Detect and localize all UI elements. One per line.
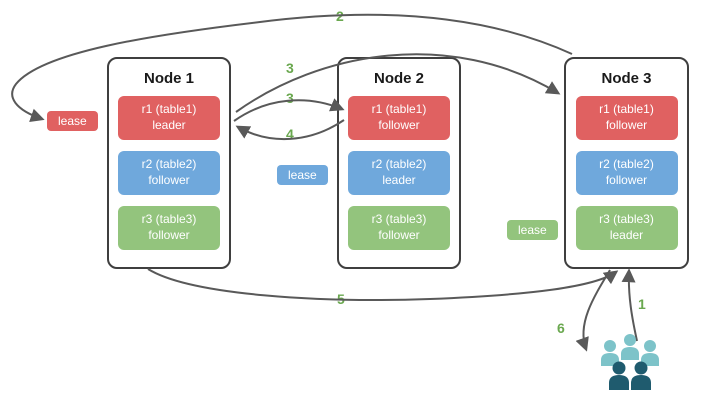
node-3-replica-r1: r1 (table1) follower	[575, 96, 678, 140]
node-3-title: Node 3	[601, 70, 652, 87]
step-label-3a: 3	[286, 60, 294, 76]
step-label-5: 5	[337, 291, 345, 307]
node-2-box: Node 2 r1 (table1) follower r2 (table2) …	[337, 57, 461, 269]
clients-icon	[601, 334, 659, 390]
replica-role: follower	[378, 228, 420, 242]
node-1-replica-r1: r1 (table1) leader	[118, 96, 220, 140]
lease-badge-table1: lease	[47, 111, 98, 131]
step-label-3b: 3	[286, 90, 294, 106]
clients-back-row	[601, 334, 659, 366]
lease-badge-table3: lease	[507, 220, 558, 240]
replica-name: r1 (table1)	[371, 102, 427, 117]
replica-role: follower	[148, 173, 190, 187]
step-label-6: 6	[557, 320, 565, 336]
node-2-replica-r2: r2 (table2) leader	[348, 151, 450, 195]
node-3-replica-r3: r3 (table3) leader	[575, 206, 678, 250]
replica-role: follower	[378, 118, 420, 132]
lease-badge-table2: lease	[277, 165, 328, 185]
node-2-title: Node 2	[373, 70, 424, 87]
node-1-box: Node 1 r1 (table1) leader r2 (table2) fo…	[107, 57, 231, 269]
node-1-replica-r3: r3 (table3) follower	[118, 206, 220, 250]
replica-name: r3 (table3)	[599, 212, 654, 227]
replica-role: follower	[148, 228, 190, 242]
step-label-1: 1	[638, 296, 646, 312]
node-3-box: Node 3 r1 (table1) follower r2 (table2) …	[564, 57, 689, 269]
replica-name: r2 (table2)	[141, 157, 197, 172]
replica-name: r1 (table1)	[141, 102, 197, 117]
replica-name: r2 (table2)	[371, 157, 427, 172]
replica-name: r1 (table1)	[599, 102, 654, 117]
step-label-2: 2	[336, 8, 344, 24]
replica-role: follower	[605, 118, 648, 132]
node-2-replica-r1: r1 (table1) follower	[348, 96, 450, 140]
replica-name: r2 (table2)	[599, 157, 654, 172]
node-2-replica-r3: r3 (table3) follower	[348, 206, 450, 250]
clients-front-row	[609, 361, 651, 390]
node-3-replica-r2: r2 (table2) follower	[575, 151, 678, 195]
node-1-title: Node 1	[143, 70, 194, 87]
replica-name: r3 (table3)	[141, 212, 197, 227]
step-label-4: 4	[286, 126, 294, 142]
replica-role: leader	[609, 228, 644, 242]
replica-role: follower	[605, 173, 648, 187]
arrow-step-5-to-node3	[147, 268, 619, 301]
replica-role: leader	[382, 173, 416, 187]
node-1-replica-r2: r2 (table2) follower	[118, 151, 220, 195]
replica-role: leader	[152, 118, 186, 132]
replica-name: r3 (table3)	[371, 212, 427, 227]
